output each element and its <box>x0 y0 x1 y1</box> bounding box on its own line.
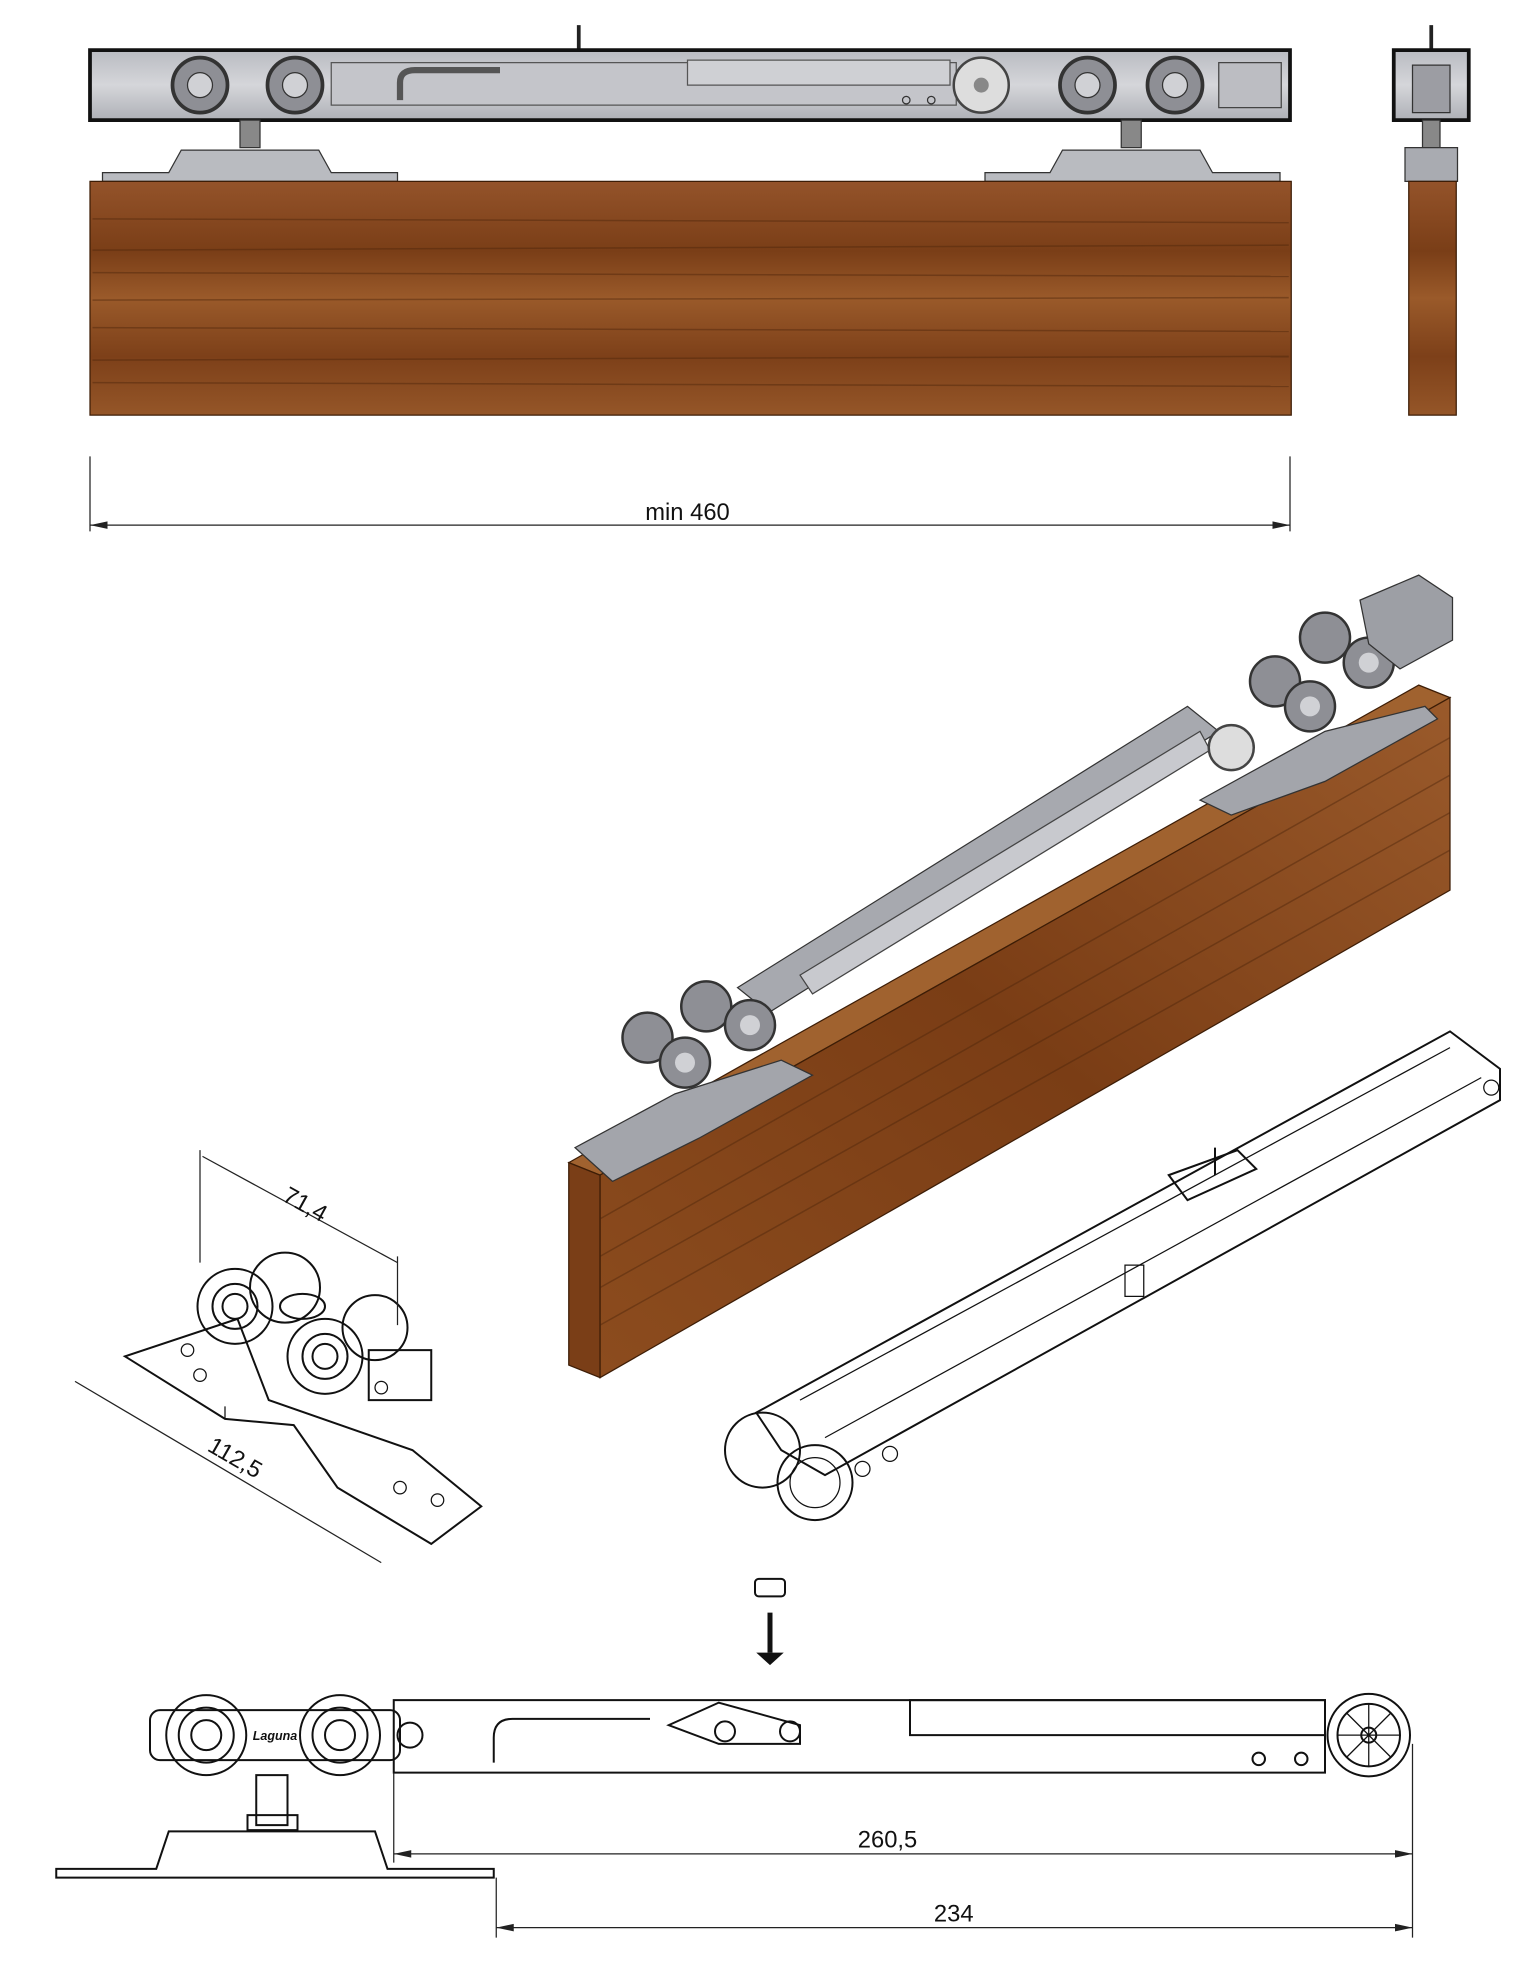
brand-logo: Laguna <box>253 1729 297 1743</box>
dimension-carriage-length: 112,5 <box>74 1380 382 1564</box>
damper-hook <box>396 67 500 101</box>
damper-wheel <box>952 56 1010 114</box>
iso-rollers-right <box>1207 574 1454 772</box>
iso-bracket-right <box>1198 705 1439 816</box>
door-end-face <box>568 1161 601 1379</box>
roller-right-2 <box>1145 55 1205 115</box>
damper-detail <box>724 1030 1501 1522</box>
carriage-detail: 71,4 112,5 <box>74 1150 483 1564</box>
door-panel <box>89 180 1292 416</box>
svg-text:234: 234 <box>934 1900 974 1927</box>
screw-and-cap <box>754 1577 786 1666</box>
roller-right-1 <box>1058 55 1117 115</box>
dimension-mount-length: 234 <box>495 1877 1413 1938</box>
damper-wheel-bottom <box>1326 1692 1411 1778</box>
dimension-overall-length: 260,5 <box>393 1743 1414 1938</box>
front-view <box>88 25 1292 416</box>
bracket-left <box>101 119 399 183</box>
iso-rollers-left <box>621 980 777 1089</box>
svg-text:71,4: 71,4 <box>278 1182 332 1228</box>
iso-bracket-left <box>573 1059 814 1183</box>
dimension-label: min 460 <box>645 499 730 526</box>
roller-left <box>165 1694 248 1777</box>
bottom-elevation: Laguna 260,5 234 <box>55 1692 1414 1938</box>
dimension-carriage-width: 71,4 <box>199 1150 399 1326</box>
svg-text:260,5: 260,5 <box>858 1827 917 1854</box>
roller-left-1 <box>170 55 230 115</box>
isometric-assembly <box>567 574 1454 1379</box>
wood-grain <box>92 218 1289 388</box>
roller-left-2 <box>265 55 325 115</box>
damper-cylinder <box>686 59 951 86</box>
bracket-right <box>984 119 1281 183</box>
side-view <box>1391 25 1471 416</box>
dimension-min-length: min 460 <box>89 456 1291 532</box>
roller-right <box>299 1694 381 1777</box>
